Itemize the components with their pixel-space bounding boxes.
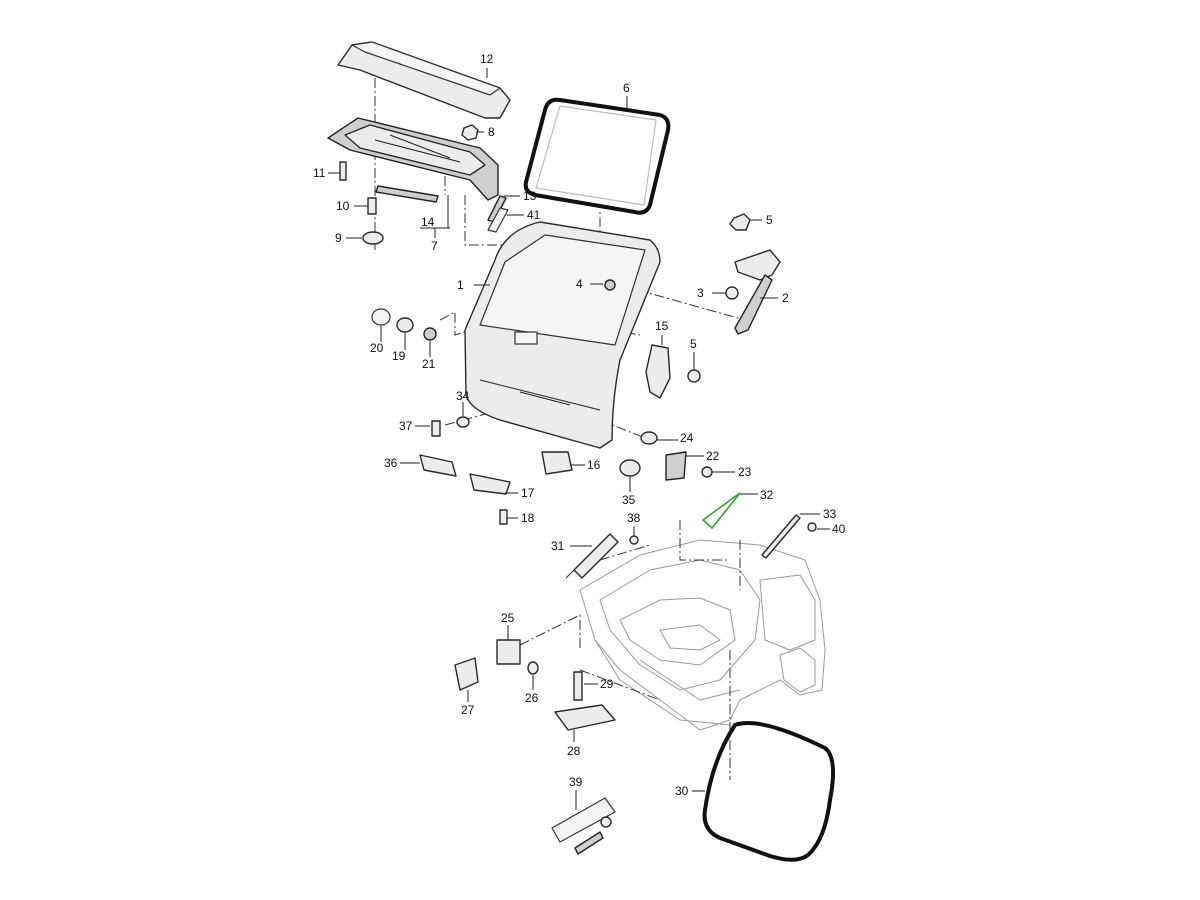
callout-25: 25	[501, 611, 515, 625]
callout-17: 17	[521, 486, 535, 500]
callout-4: 4	[576, 277, 583, 291]
callout-14: 14	[421, 215, 435, 229]
part-8-nut	[461, 124, 479, 141]
part-36-handle	[419, 454, 457, 477]
part-26-bolt	[527, 661, 539, 675]
part-1-tailgate	[464, 221, 661, 449]
callout-10: 10	[336, 199, 350, 213]
part-14-seal-strip	[375, 185, 439, 203]
part-31-gas-strut	[565, 533, 619, 579]
part-24-stop	[640, 431, 658, 445]
part-4-bolt	[604, 279, 616, 291]
callout-7: 7	[431, 239, 438, 253]
callout-5-lower: 5	[690, 337, 697, 351]
callout-18: 18	[521, 511, 535, 525]
part-29-bolt	[573, 671, 583, 701]
part-6-window-seal	[523, 97, 671, 215]
callout-21: 21	[422, 357, 436, 371]
part-23-screw	[701, 466, 713, 478]
part-28-striker	[554, 704, 616, 731]
callout-12: 12	[480, 52, 494, 66]
part-19-bushing	[396, 317, 414, 333]
part-39-sealant-tube	[551, 797, 616, 855]
callout-26: 26	[525, 691, 539, 705]
callout-5-upper: 5	[766, 213, 773, 227]
callout-20: 20	[370, 341, 384, 355]
part-30-opening-seal	[702, 721, 836, 862]
callout-2: 2	[782, 291, 789, 305]
part-5-nut-lower	[687, 369, 701, 383]
callout-24: 24	[680, 431, 694, 445]
callout-39: 39	[569, 775, 583, 789]
part-34-pin	[456, 416, 470, 428]
callout-41: 41	[527, 208, 541, 222]
callout-27: 27	[461, 703, 475, 717]
part-38-ball-stud	[629, 535, 639, 545]
callout-30: 30	[675, 784, 689, 798]
part-12-spoiler	[337, 41, 511, 119]
callout-29: 29	[600, 677, 614, 691]
part-37-screw	[431, 420, 441, 437]
part-40-ball-stud	[807, 522, 817, 532]
part-18-screw	[499, 509, 508, 525]
part-5-nut-upper	[729, 213, 751, 231]
callout-leader-lines	[328, 68, 830, 810]
callout-11: 11	[313, 166, 326, 180]
callout-1: 1	[457, 278, 464, 292]
part-33-gas-strut	[761, 514, 801, 559]
part-27-cover	[454, 657, 479, 691]
callout-32: 32	[760, 488, 774, 502]
part-35-grommet	[619, 459, 641, 477]
callout-19: 19	[392, 349, 406, 363]
part-15-hinge-lower	[645, 344, 671, 399]
part-22-bumper	[665, 451, 687, 481]
callout-6: 6	[623, 81, 630, 95]
callout-16: 16	[587, 458, 601, 472]
part-9-clip	[362, 231, 384, 245]
callout-3: 3	[697, 286, 704, 300]
callout-22: 22	[706, 449, 720, 463]
callout-13: 13	[523, 189, 537, 203]
callout-15: 15	[655, 319, 669, 333]
part-17-lock-mechanism	[469, 473, 511, 495]
callout-23: 23	[738, 465, 752, 479]
callout-33: 33	[823, 507, 837, 521]
callout-labels: 1 2 3 4 5 5 6 7 8 9 10 11 12 13 14 15 16…	[313, 52, 846, 798]
part-16-lock	[541, 451, 573, 475]
part-10-bolt	[367, 197, 377, 215]
callout-34: 34	[456, 389, 470, 403]
callout-28: 28	[567, 744, 581, 758]
callout-35: 35	[622, 493, 636, 507]
part-32-bracket-highlighted	[701, 492, 741, 530]
callout-31: 31	[551, 539, 565, 553]
part-11-screw	[339, 161, 347, 181]
callout-36: 36	[384, 456, 398, 470]
vehicle-rear-body-outline	[579, 539, 826, 731]
part-20-cap	[371, 308, 391, 326]
callout-38: 38	[627, 511, 641, 525]
part-41-seal-strip	[487, 207, 509, 233]
callout-40: 40	[832, 522, 846, 536]
callout-37: 37	[399, 419, 413, 433]
part-3-bolt	[725, 286, 739, 300]
callout-9: 9	[335, 231, 342, 245]
callout-8: 8	[488, 125, 495, 139]
part-25-striker-plate	[496, 639, 521, 665]
part-2-hinge	[734, 249, 781, 335]
part-21-stop	[423, 327, 437, 341]
part-7-spoiler-bracket	[327, 117, 499, 201]
